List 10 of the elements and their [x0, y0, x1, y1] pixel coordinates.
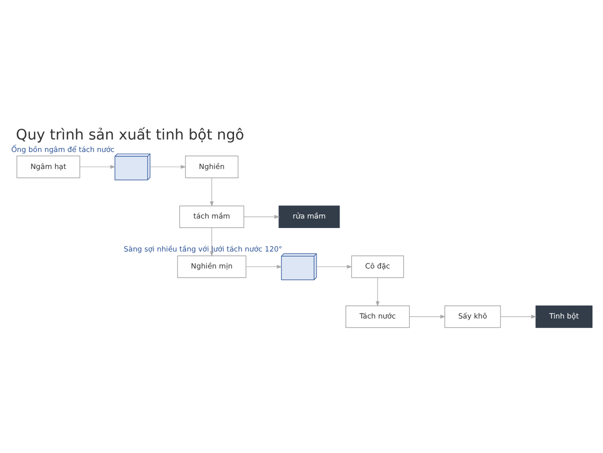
arrow	[244, 214, 280, 219]
arrow	[376, 277, 380, 307]
arrow	[80, 164, 116, 169]
arrow	[210, 178, 214, 207]
arrow	[150, 164, 186, 169]
arrow	[246, 264, 282, 269]
arrow	[316, 264, 352, 269]
diagram-title: Quy trình sản xuất tinh bột ngô	[16, 127, 244, 144]
arrow	[409, 314, 446, 319]
arrow	[500, 314, 537, 319]
